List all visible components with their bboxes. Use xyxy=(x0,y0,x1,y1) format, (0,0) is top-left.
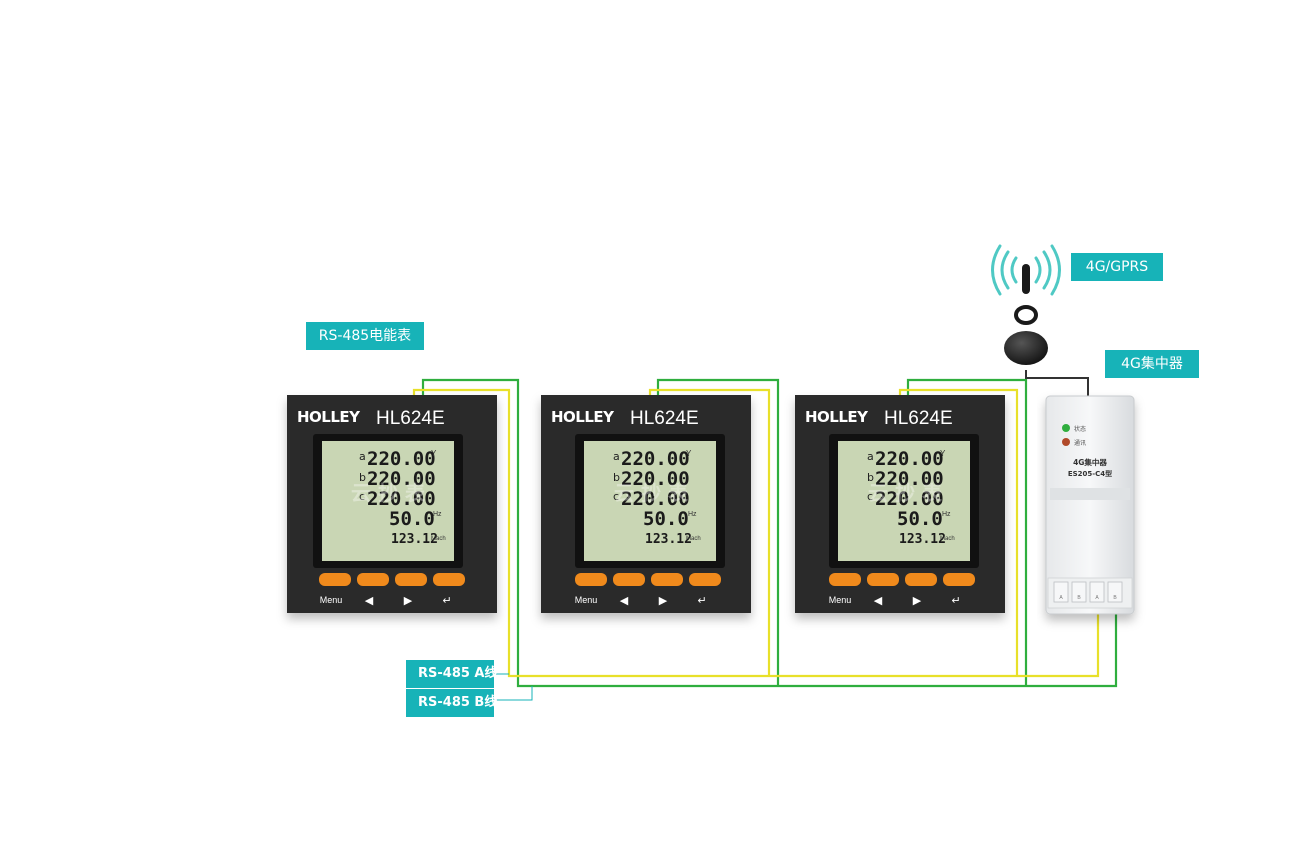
collector-led-comm: 通讯 xyxy=(1074,439,1086,447)
collector-terminal-b1: B xyxy=(1077,595,1081,601)
watermark: 云 抄 表 xyxy=(868,481,943,505)
meter-model: HL624E xyxy=(630,408,699,429)
lcd-phase-symbol: Y xyxy=(940,449,946,458)
left-button[interactable] xyxy=(613,573,645,586)
left-arrow-icon: ◀ xyxy=(874,595,883,607)
lcd-phase-symbol: Y xyxy=(686,449,692,458)
label-rs485-b-line: RS-485 B线 xyxy=(406,689,497,717)
lcd-energy-unit: Mach xyxy=(940,536,955,542)
rs485-a-wiring xyxy=(412,388,1100,678)
label-leaders xyxy=(494,673,533,701)
collector-terminal-b2: B xyxy=(1113,595,1117,601)
right-button[interactable] xyxy=(905,573,937,586)
menu-button[interactable] xyxy=(319,573,351,586)
lcd-frequency-unit: Hz xyxy=(688,511,697,518)
collector-device xyxy=(1045,395,1135,615)
enter-button[interactable] xyxy=(943,573,975,586)
lcd-reading-a: 220.00 xyxy=(621,448,690,470)
menu-button[interactable] xyxy=(829,573,861,586)
meter-2: HOLLEY HL624E a b c 220.00 220.00 220.00… xyxy=(541,395,751,613)
right-arrow-icon: ▶ xyxy=(404,595,413,607)
enter-icon: ↵ xyxy=(951,595,960,607)
lcd-phase-b-letter: b xyxy=(613,471,620,484)
lcd-reading-energy: 123.12 xyxy=(899,532,946,547)
lcd-phase-b-letter: b xyxy=(867,471,874,484)
collector-led-status: 状态 xyxy=(1074,425,1086,433)
collector-terminal-a1: A xyxy=(1059,595,1063,601)
status-led-icon xyxy=(1062,424,1070,432)
enter-button[interactable] xyxy=(433,573,465,586)
lcd-reading-b: 220.00 xyxy=(875,468,944,490)
lcd-frequency-unit: Hz xyxy=(942,511,951,518)
meter-brand-logo: HOLLEY xyxy=(297,408,361,426)
collector-title: 4G集中器 xyxy=(1073,457,1107,467)
lcd-reading-c: 220.00 xyxy=(875,488,944,510)
menu-button[interactable] xyxy=(575,573,607,586)
lcd-phase-c-letter: c xyxy=(613,490,619,503)
meter-brand-logo: HOLLEY xyxy=(805,408,869,426)
watermark: 云 抄 表 xyxy=(351,481,426,505)
label-4g-gprs: 4G/GPRS xyxy=(1071,253,1163,281)
lcd-reading-frequency: 50.0 xyxy=(897,508,943,530)
lcd-phase-b-letter: b xyxy=(359,471,366,484)
left-arrow-icon: ◀ xyxy=(365,595,374,607)
lcd-reading-c: 220.00 xyxy=(621,488,690,510)
lcd-phase-a-letter: a xyxy=(359,450,366,463)
enter-icon: ↵ xyxy=(442,595,451,607)
right-button[interactable] xyxy=(651,573,683,586)
lcd-phase-c-letter: c xyxy=(359,490,365,503)
enter-icon: ↵ xyxy=(697,595,706,607)
lcd-reading-frequency: 50.0 xyxy=(643,508,689,530)
lcd-reading-c: 220.00 xyxy=(367,488,436,510)
rs485-b-wiring xyxy=(421,378,1118,688)
right-arrow-icon: ▶ xyxy=(913,595,922,607)
lcd-reading-energy: 123.12 xyxy=(391,532,438,547)
enter-button[interactable] xyxy=(689,573,721,586)
wireless-signal-icon xyxy=(991,244,1061,296)
comm-led-icon xyxy=(1062,438,1070,446)
label-rs485-meter: RS-485电能表 xyxy=(306,322,424,350)
meter-model: HL624E xyxy=(884,408,953,429)
collector-terminal-a2: A xyxy=(1095,595,1099,601)
label-rs485-a-line: RS-485 A线 xyxy=(406,660,498,688)
lcd-reading-b: 220.00 xyxy=(367,468,436,490)
lcd-phase-a-letter: a xyxy=(613,450,620,463)
lcd-frequency-unit: Hz xyxy=(433,511,442,518)
lcd-energy-unit: Mach xyxy=(686,536,701,542)
lcd-reading-b: 220.00 xyxy=(621,468,690,490)
watermark: 云 抄 表 xyxy=(614,481,689,505)
label-4g-collector: 4G集中器 xyxy=(1105,350,1199,378)
meter-model: HL624E xyxy=(376,408,445,429)
lcd-reading-a: 220.00 xyxy=(875,448,944,470)
lcd-reading-frequency: 50.0 xyxy=(389,508,435,530)
lcd-reading-energy: 123.12 xyxy=(645,532,692,547)
lcd-phase-a-letter: a xyxy=(867,450,874,463)
menu-button-label: Menu xyxy=(320,595,343,605)
collector-model: ES205-C4型 xyxy=(1068,469,1112,478)
meter-1: HOLLEY HL624E a b c 220.00 220.00 220.00… xyxy=(287,395,497,613)
meter-brand-logo: HOLLEY xyxy=(551,408,615,426)
left-button[interactable] xyxy=(867,573,899,586)
antenna-icon xyxy=(1004,264,1089,396)
lcd-phase-c-letter: c xyxy=(867,490,873,503)
lcd-reading-a: 220.00 xyxy=(367,448,436,470)
right-button[interactable] xyxy=(395,573,427,586)
menu-button-label: Menu xyxy=(575,595,598,605)
lcd-energy-unit: Mach xyxy=(431,536,446,542)
lcd-phase-symbol: Y xyxy=(431,449,437,458)
left-button[interactable] xyxy=(357,573,389,586)
right-arrow-icon: ▶ xyxy=(659,595,668,607)
left-arrow-icon: ◀ xyxy=(620,595,629,607)
menu-button-label: Menu xyxy=(829,595,852,605)
meter-3: HOLLEY HL624E a b c 220.00 220.00 220.00… xyxy=(795,395,1005,613)
